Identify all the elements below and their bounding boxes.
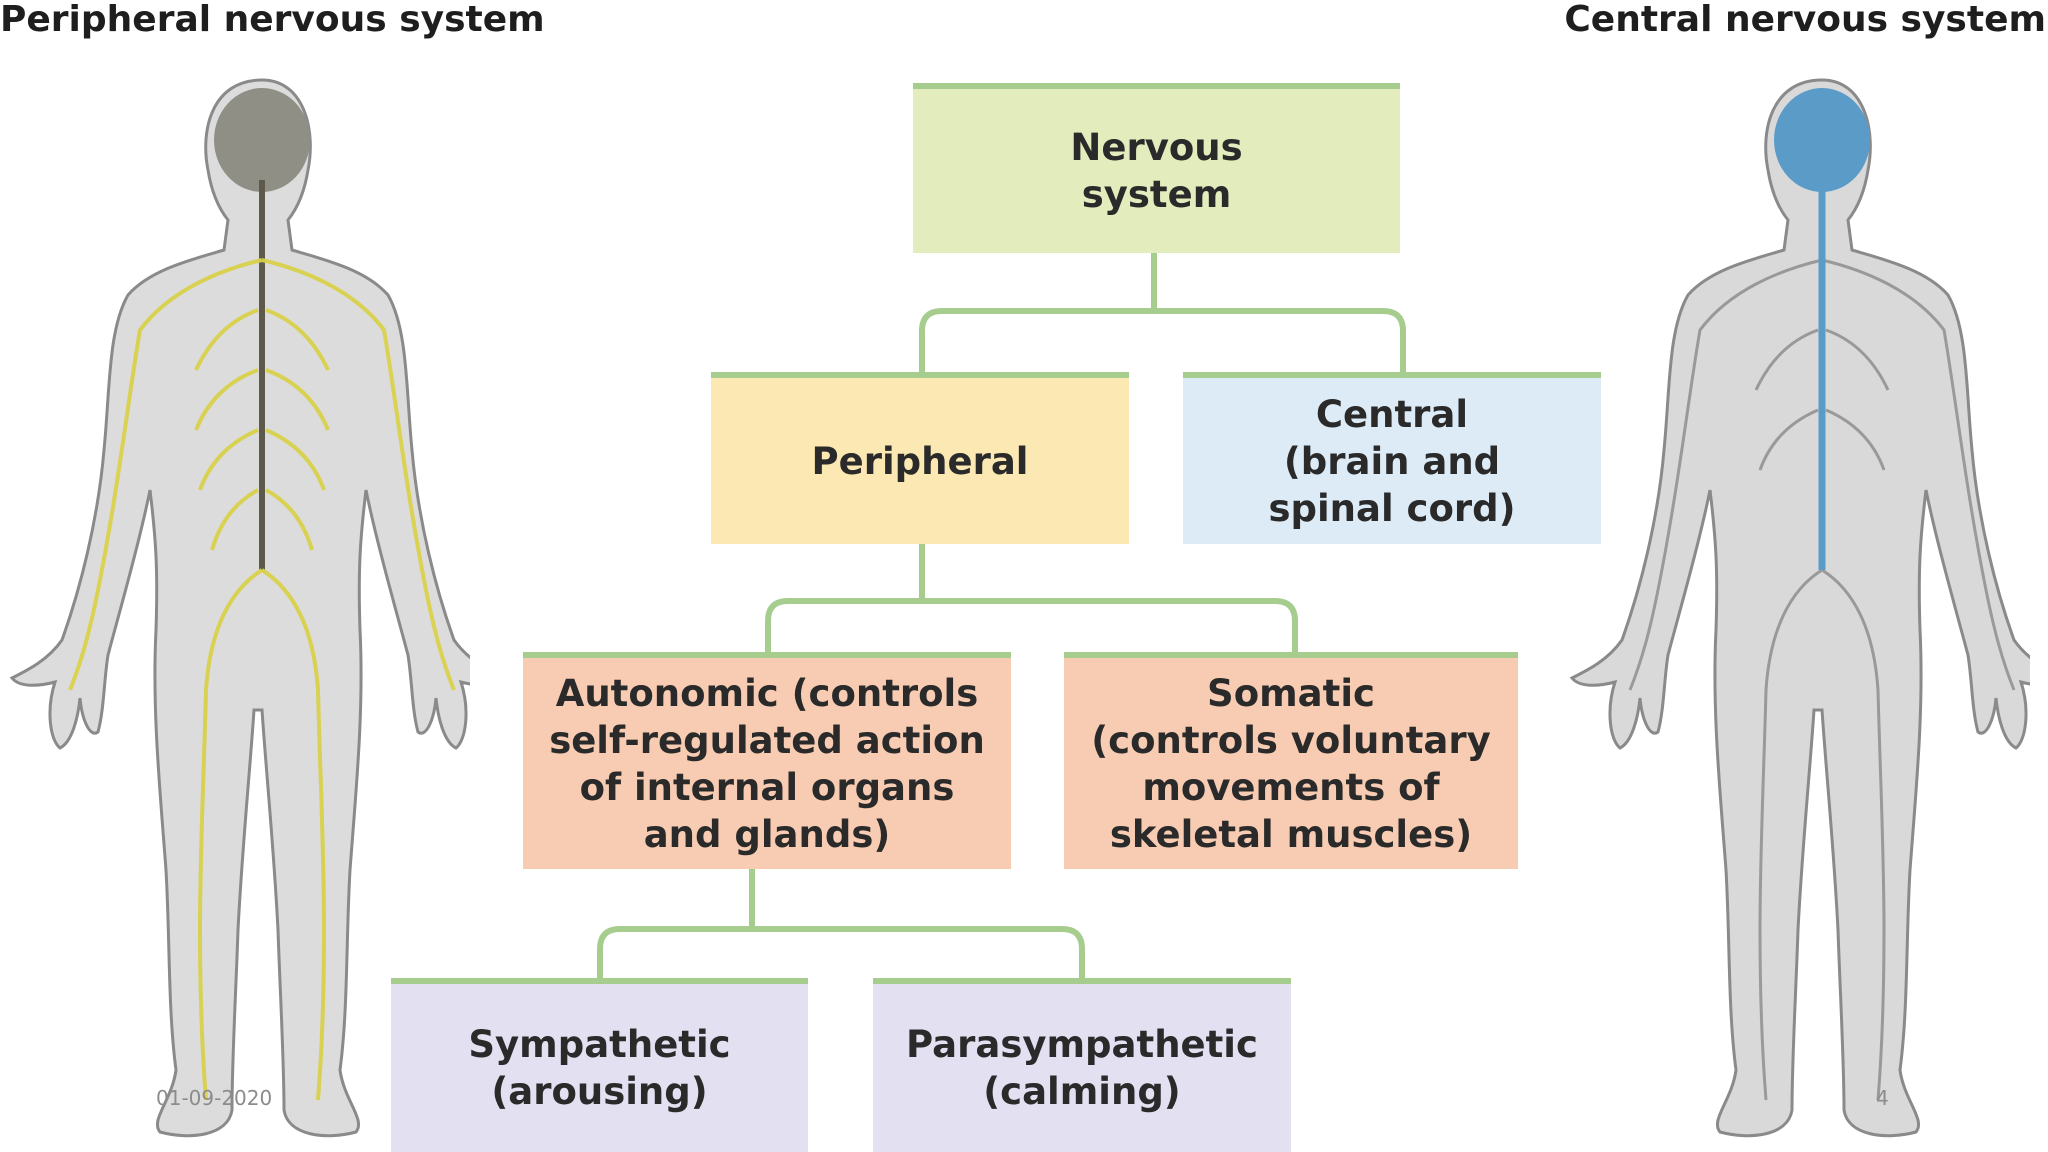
- parasympathetic-label: Parasympathetic (calming): [906, 1023, 1258, 1113]
- peripheral-label: Peripheral: [811, 439, 1029, 483]
- body-silhouette: [9, 78, 470, 1138]
- slide-page-number: 4: [1876, 1086, 1889, 1110]
- brain: [1774, 88, 1870, 192]
- autonomic-node: Autonomic (controls self-regulated actio…: [523, 652, 1011, 869]
- connector-root: [919, 249, 1406, 375]
- sympathetic-node: Sympathetic (arousing): [391, 978, 808, 1152]
- connector-peripheral: [765, 540, 1298, 655]
- peripheral-heading: Peripheral nervous system: [0, 0, 545, 40]
- somatic-node: Somatic (controls voluntary movements of…: [1064, 652, 1518, 869]
- connector-autonomic: [597, 865, 1085, 981]
- brain: [214, 88, 310, 192]
- central-node: Central (brain and spinal cord): [1183, 372, 1601, 544]
- peripheral-node: Peripheral: [711, 372, 1129, 544]
- central-heading: Central nervous system: [1564, 0, 2046, 40]
- central-label: Central (brain and spinal cord): [1268, 392, 1516, 530]
- slide-date: 01-09-2020: [156, 1086, 273, 1110]
- body-silhouette: [1569, 78, 2030, 1138]
- peripheral-nerves: [68, 258, 456, 1101]
- sympathetic-label: Sympathetic (arousing): [468, 1023, 731, 1113]
- autonomic-label: Autonomic (controls self-regulated actio…: [549, 671, 985, 856]
- somatic-label: Somatic (controls voluntary movements of…: [1091, 671, 1491, 856]
- grey-nerves: [1628, 258, 2016, 1101]
- nervous-system-label: Nervous system: [1070, 126, 1243, 216]
- parasympathetic-node: Parasympathetic (calming): [873, 978, 1291, 1152]
- peripheral-body-figure: [9, 78, 470, 1138]
- nervous-system-node: Nervous system: [913, 83, 1400, 253]
- central-body-figure: [1569, 78, 2030, 1138]
